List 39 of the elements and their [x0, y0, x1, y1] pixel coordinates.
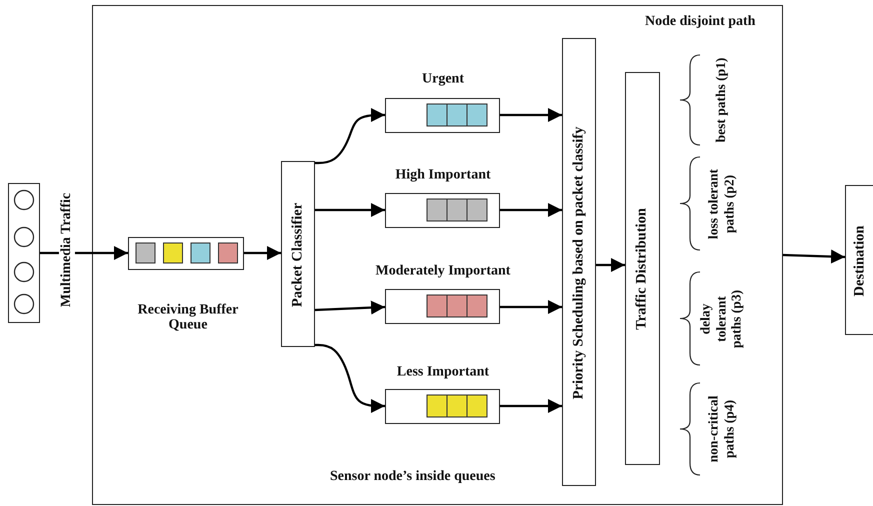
- queue-label: High Important: [395, 167, 491, 183]
- arrow: [315, 108, 385, 164]
- queue-label: Receiving Buffer Queue: [136, 302, 240, 334]
- arrow: [315, 203, 385, 217]
- arrow: [315, 344, 385, 413]
- buffer-queue-box: [128, 236, 244, 270]
- queue-label: Urgent: [422, 71, 464, 87]
- path-label: delay tolerant paths (p3): [698, 288, 744, 350]
- arrow: [500, 108, 562, 122]
- arrow: [500, 203, 562, 217]
- arrow: [500, 300, 562, 314]
- arrow: [244, 246, 281, 260]
- queue-box: [384, 192, 500, 228]
- queue-label: Less Important: [396, 364, 490, 380]
- classifier-box: [280, 160, 315, 347]
- distribution-box: [624, 72, 660, 465]
- box-label: Traffic Distribution: [634, 208, 651, 330]
- path-label: best paths (p1): [713, 56, 729, 144]
- queue-label: Moderately Important: [376, 263, 510, 279]
- destination-box: [845, 185, 873, 335]
- path-label: non-critical paths (p4): [705, 394, 737, 464]
- traffic-source-box: [8, 183, 40, 323]
- node-boundary-box: [92, 5, 783, 505]
- arrow: [314, 300, 386, 315]
- arrow: [782, 250, 846, 264]
- path-label: loss tolerant paths (p2): [705, 167, 737, 241]
- scheduler-box: [562, 38, 596, 486]
- source-label: Multimedia Traffic: [58, 190, 76, 310]
- box-label: Destination: [852, 226, 868, 296]
- box-label: Packet Classifier: [289, 202, 306, 307]
- queue-box: [384, 388, 500, 424]
- queue-box: [384, 98, 500, 133]
- box-label: Priority Scheduling based on packet classify: [570, 126, 588, 400]
- arrow: [500, 399, 562, 413]
- arrow: [40, 246, 128, 260]
- queue-box: [384, 288, 500, 324]
- arrow: [596, 258, 625, 272]
- section-title: Node disjoint path: [645, 14, 756, 30]
- section-caption: Sensor node’s inside queues: [330, 469, 496, 484]
